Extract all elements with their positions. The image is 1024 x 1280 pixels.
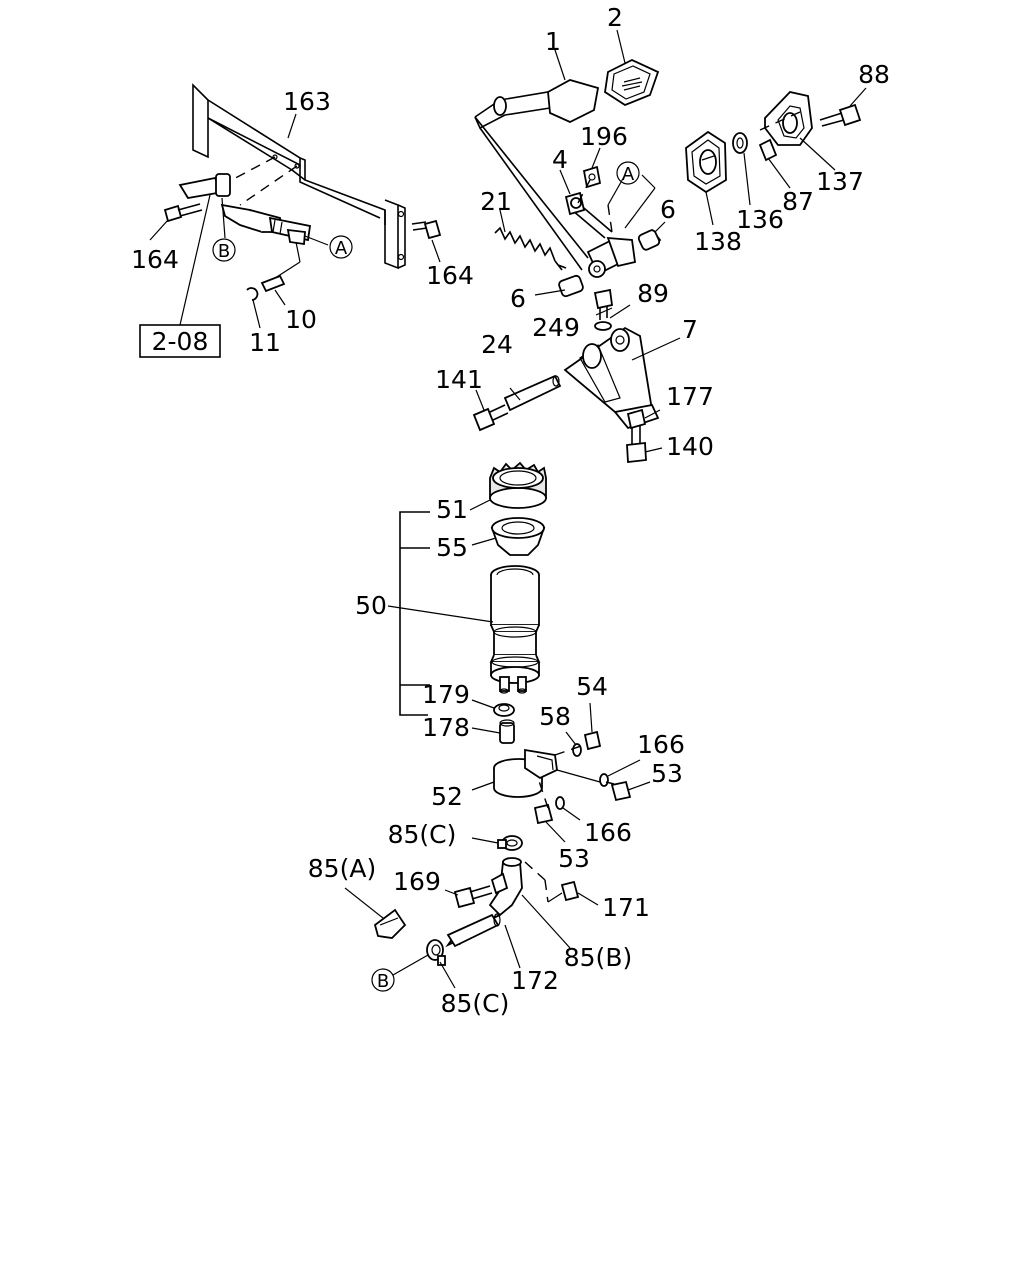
callout-54: 54 <box>576 672 608 701</box>
callout-166: 166 <box>637 730 685 759</box>
callout-87: 87 <box>782 187 814 216</box>
callout-24: 24 <box>481 330 513 359</box>
callout-140: 140 <box>666 432 714 461</box>
callout-88: 88 <box>858 60 890 89</box>
callout-58: 58 <box>539 702 571 731</box>
callout-10: 10 <box>285 305 317 334</box>
callout-53: 53 <box>651 759 683 788</box>
ref-circle-a-top-left: A <box>329 235 353 259</box>
callout-249: 249 <box>532 313 580 342</box>
reference-box-label: 2-08 <box>152 327 209 356</box>
callout-137: 137 <box>816 167 864 196</box>
ref-circle-a-pedal: A <box>616 161 640 185</box>
callout-138: 138 <box>694 227 742 256</box>
callout-21: 21 <box>480 187 512 216</box>
callout-164: 164 <box>426 261 474 290</box>
callout-85c: 85(C) <box>388 820 457 849</box>
ref-letter-a: A <box>335 238 348 259</box>
callout-166: 166 <box>584 818 632 847</box>
callout-178: 178 <box>422 713 470 742</box>
callout-196: 196 <box>580 122 628 151</box>
master-cylinder-stack <box>387 461 651 843</box>
callout-85c: 85(C) <box>441 989 510 1018</box>
callout-85a: 85(A) <box>308 854 376 883</box>
callout-169: 169 <box>393 867 441 896</box>
callout-4: 4 <box>552 145 568 174</box>
callout-179: 179 <box>422 680 470 709</box>
callout-51: 51 <box>436 495 468 524</box>
pivot-bracket-7 <box>472 288 681 463</box>
callout-163: 163 <box>283 87 331 116</box>
pedal-assembly <box>474 29 666 298</box>
callout-2: 2 <box>607 3 623 32</box>
callout-136: 136 <box>736 205 784 234</box>
callout-6: 6 <box>660 195 676 224</box>
callout-53: 53 <box>558 844 590 873</box>
callout-89: 89 <box>637 279 669 308</box>
ref-circle-b-top-left: B <box>212 238 236 262</box>
callout-141: 141 <box>435 365 483 394</box>
callout-50: 50 <box>355 591 387 620</box>
callout-177: 177 <box>666 382 714 411</box>
ref-letter-a: A <box>622 164 635 185</box>
callout-85b: 85(B) <box>564 943 632 972</box>
ref-circle-b-bottom: B <box>371 968 395 992</box>
callout-52: 52 <box>431 782 463 811</box>
callout-6: 6 <box>510 284 526 313</box>
reference-box-2-08: 2-08 <box>139 324 221 358</box>
callout-1: 1 <box>545 27 561 56</box>
callout-labels: 163 164 164 10 11 1 2 196 4 21 6 6 88 13… <box>131 3 890 1018</box>
callout-55: 55 <box>436 533 468 562</box>
callout-171: 171 <box>602 893 650 922</box>
callout-164: 164 <box>131 245 179 274</box>
ref-letter-b: B <box>377 971 389 992</box>
callout-172: 172 <box>511 966 559 995</box>
hose-assembly <box>344 835 599 989</box>
callout-7: 7 <box>682 315 698 344</box>
callout-11: 11 <box>249 328 281 357</box>
bracket-163-assembly <box>149 83 442 329</box>
ref-letter-b: B <box>218 241 230 262</box>
switch-assembly <box>685 87 867 226</box>
